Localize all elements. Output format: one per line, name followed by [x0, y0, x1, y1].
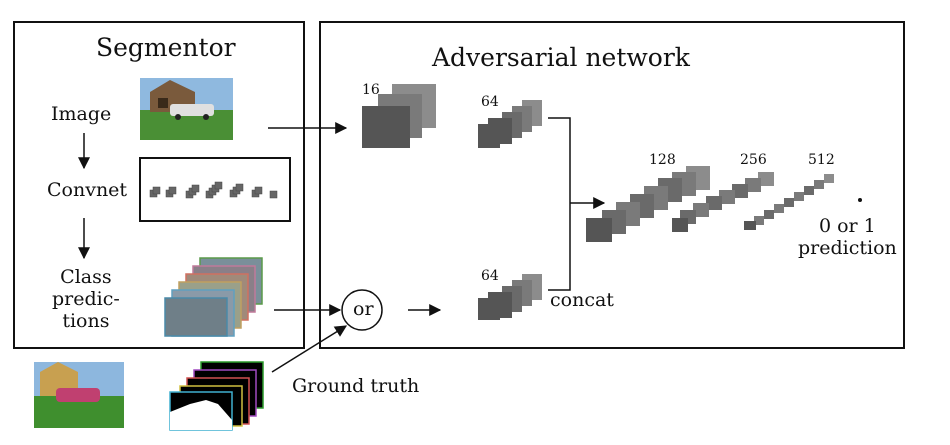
ground-truth-label-maps	[169, 361, 264, 431]
block-64-bottom	[478, 274, 542, 320]
output-dot	[858, 198, 862, 202]
output-label-line-1: 0 or 1	[818, 215, 876, 237]
channels-256-label: 256	[740, 152, 767, 168]
segmentor-title: Segmentor	[96, 33, 236, 62]
block-64-top	[478, 100, 542, 148]
class-label-line-2: predic-	[52, 287, 120, 310]
convnet-blocks	[149, 181, 278, 199]
block-256	[672, 172, 774, 232]
input-image-thumbnail	[140, 78, 233, 140]
class-label-line-1: Class	[60, 266, 112, 288]
channels-512-label: 512	[808, 152, 835, 168]
output-label: 0 or 1 prediction	[798, 215, 897, 260]
channels-64-bottom-label: 64	[481, 268, 499, 284]
channels-128-label: 128	[649, 152, 676, 168]
block-128	[586, 166, 710, 242]
adversarial-panel	[319, 21, 905, 349]
concat-bracket	[548, 117, 571, 291]
adversarial-title: Adversarial network	[432, 43, 690, 72]
or-node	[341, 289, 383, 331]
ground-truth-image	[34, 362, 124, 428]
block-512	[744, 174, 834, 230]
class-predictions-label: Class predic- tions	[52, 266, 120, 333]
channels-16-label: 16	[362, 82, 380, 98]
ground-truth-label: Ground truth	[292, 375, 420, 397]
block-16	[362, 84, 436, 148]
or-label: or	[353, 298, 374, 320]
convnet-label: Convnet	[47, 179, 128, 201]
image-label: Image	[51, 103, 112, 125]
concat-label: concat	[550, 289, 614, 311]
segmentor-panel	[13, 21, 305, 349]
channels-64-top-label: 64	[481, 94, 499, 110]
output-label-line-2: prediction	[798, 236, 897, 259]
class-prediction-maps	[164, 257, 263, 337]
class-label-line-3: tions	[62, 309, 110, 332]
arrow-groundtruth-to-or	[271, 325, 348, 373]
convnet-box	[139, 157, 291, 222]
